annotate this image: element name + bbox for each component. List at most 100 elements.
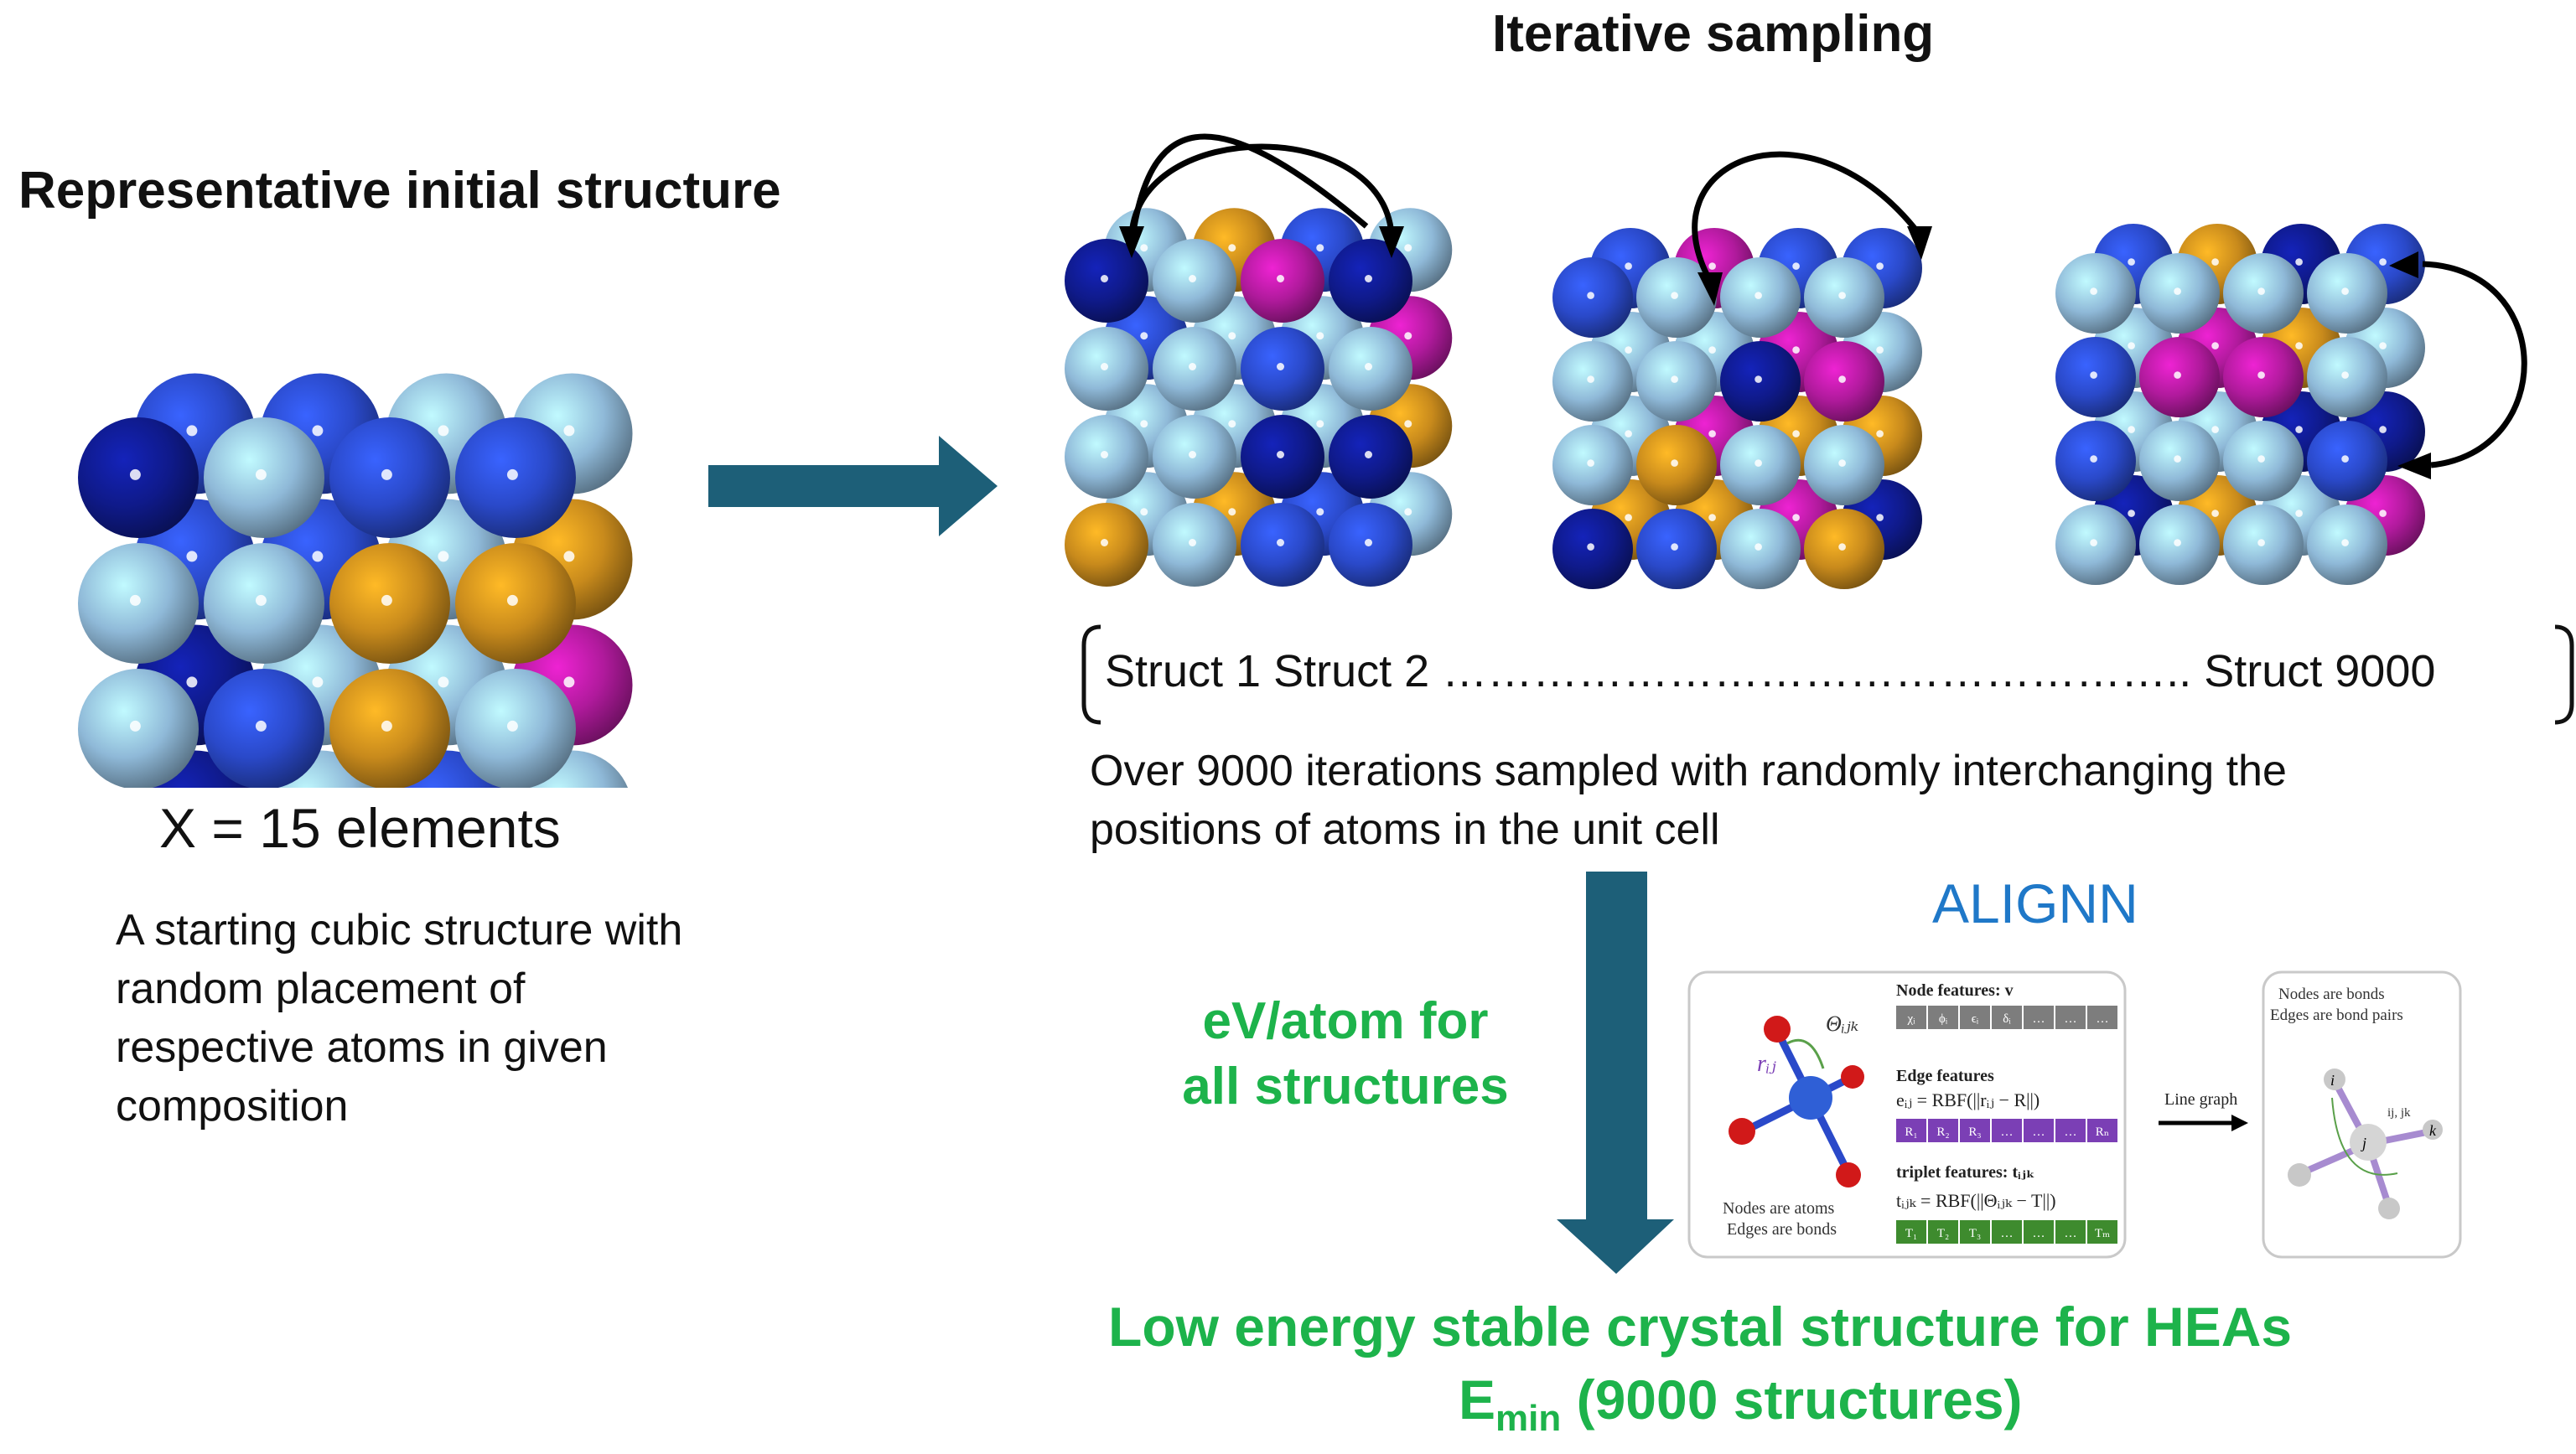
emin-sub: min <box>1495 1398 1562 1440</box>
feature-cell <box>1960 1006 1990 1029</box>
feature-cell-label: … <box>2001 1125 2014 1139</box>
atom-o-top <box>1764 1016 1791 1043</box>
feature-cell <box>1896 1220 1926 1244</box>
down-arrow <box>1557 872 1674 1274</box>
feature-cell <box>1928 1220 1958 1244</box>
feature-cell-label: ϵᵢ <box>1972 1012 1979 1026</box>
lg-node-center <box>2350 1124 2387 1161</box>
sampling-title: Iterative sampling <box>1492 5 1935 63</box>
line-graph-label: Line graph <box>2164 1090 2237 1109</box>
lg-node-k: k <box>2429 1122 2437 1139</box>
atom-o-left <box>1729 1118 1755 1145</box>
node-feature-cells: χᵢ ϕᵢ ϵᵢ δᵢ … … … <box>1896 1006 2117 1029</box>
element-count: X = 15 elements <box>159 797 561 859</box>
feature-cell <box>1928 1119 1958 1142</box>
atom-o-right <box>1841 1065 1864 1089</box>
feature-cell-label: … <box>2065 1012 2077 1026</box>
feature-cell <box>1992 1006 2022 1029</box>
feature-cell <box>2055 1220 2086 1244</box>
struct-first: Struct 1 <box>1105 646 1262 696</box>
feature-cell <box>1960 1119 1990 1142</box>
result-line-1: Low energy stable crystal structure for … <box>1108 1296 2293 1358</box>
feature-cell <box>2024 1006 2054 1029</box>
feature-cell-label: δᵢ <box>2003 1012 2011 1026</box>
feature-cell-label: T₃ <box>1969 1227 1981 1240</box>
feature-cell <box>2024 1220 2054 1244</box>
atom-graph-caption-2: Edges are bonds <box>1727 1220 1837 1239</box>
atom-graph-panel <box>1687 970 2127 1259</box>
feature-cell-label: R₁ <box>1905 1125 1917 1139</box>
feature-cell-label: Tₘ <box>2095 1227 2110 1240</box>
feature-cell-label: ϕᵢ <box>1939 1012 1948 1026</box>
lg-node-bottom <box>2378 1198 2400 1219</box>
feature-cell-label: … <box>2065 1125 2077 1139</box>
feature-cell <box>2087 1006 2117 1029</box>
initial-structure-image <box>78 373 633 788</box>
swap-arrows <box>1128 133 2527 468</box>
angle-label: Θᵢⱼₖ <box>1826 1012 1858 1036</box>
lg-angle-label: ij, jk <box>2387 1106 2411 1120</box>
feature-cell-label: R₃ <box>1968 1125 1981 1139</box>
feature-cell <box>2087 1220 2117 1244</box>
feature-cell <box>2024 1119 2054 1142</box>
feature-cell <box>1992 1220 2022 1244</box>
triplet-features-label: triplet features: tᵢⱼₖ <box>1896 1163 2034 1182</box>
edge-features-label: Edge features <box>1896 1067 1994 1085</box>
alignn-title: ALIGNN <box>1932 872 2138 934</box>
feature-cell <box>1928 1006 1958 1029</box>
struct-sequence: Struct 1 Struct 2 ………………………………………….. Str… <box>1105 645 2435 697</box>
initial-structure-description: A starting cubic structure with random p… <box>116 906 683 1131</box>
lg-node-right <box>2423 1120 2443 1140</box>
edge-feature-cells: R₁ R₂ R₃ … … … Rₙ <box>1896 1119 2117 1142</box>
swap-arrowheads <box>1119 226 2431 479</box>
feature-cell-label: … <box>2001 1227 2014 1240</box>
feature-cell <box>2055 1006 2086 1029</box>
atom-center <box>1789 1076 1832 1120</box>
feature-cell <box>1960 1220 1990 1244</box>
iterations-description: Over 9000 iterations sampled with random… <box>1090 747 2287 854</box>
triplet-feature-cells: T₁ T₂ T₃ … … … Tₘ <box>1896 1220 2117 1244</box>
lg-node-i: i <box>2330 1072 2335 1089</box>
left-title: Representative initial structure <box>18 162 781 220</box>
feature-cell-label: … <box>2097 1012 2109 1026</box>
emin-main: E <box>1459 1369 1496 1431</box>
bond-label: rᵢⱼ <box>1757 1051 1776 1077</box>
feature-cell <box>2055 1119 2086 1142</box>
struct-second: Struct 2 <box>1273 646 1430 696</box>
feature-cell-label: … <box>2033 1227 2045 1240</box>
initial-atom-cube <box>78 373 633 788</box>
feature-cell-label: T₂ <box>1937 1227 1949 1240</box>
atom-graph-caption-1: Nodes are atoms <box>1723 1199 1835 1218</box>
atom-o-bottom <box>1836 1162 1861 1188</box>
feature-cell-label: R₂ <box>1936 1125 1949 1139</box>
energy-label: eV/atom for all structures <box>1182 992 1509 1115</box>
struct-last: Struct 9000 <box>2204 646 2436 696</box>
feature-cell <box>2087 1119 2117 1142</box>
feature-cell-label: … <box>2033 1012 2045 1026</box>
feature-cell <box>1896 1119 1926 1142</box>
alignn-diagram: rᵢⱼ Θᵢⱼₖ Nodes are atoms Edges are bonds… <box>1687 970 2462 1259</box>
struct-dots: ………………………………………….. <box>1442 646 2192 696</box>
line-graph-caption-2: Edges are bond pairs <box>2270 1006 2403 1024</box>
line-graph-panel <box>2262 970 2462 1259</box>
edge-formula: eᵢⱼ = RBF(||rᵢⱼ − R||) <box>1896 1089 2040 1110</box>
structure-1-cube <box>1065 208 1453 587</box>
sampled-structures <box>1065 133 2527 589</box>
structure-2-cube <box>1552 228 1922 589</box>
line-graph-arrowhead <box>2231 1115 2248 1131</box>
feature-cell-label: … <box>2033 1125 2045 1139</box>
feature-cell-label: … <box>2065 1227 2077 1240</box>
feature-cell <box>1992 1119 2022 1142</box>
lg-node-left <box>2288 1163 2311 1187</box>
line-graph-molecule: i j k ij, jk <box>2288 1069 2443 1219</box>
node-features-label: Node features: v <box>1896 981 2014 1000</box>
lg-node-top <box>2324 1069 2345 1090</box>
result-emin: Emin (9000 structures) <box>1459 1368 2023 1440</box>
feature-cell-label: χᵢ <box>1906 1012 1915 1026</box>
lg-node-j: j <box>2361 1135 2366 1151</box>
triplet-formula: tᵢⱼₖ = RBF(||Θᵢⱼₖ − T||) <box>1896 1190 2056 1211</box>
line-graph-caption-1: Nodes are bonds <box>2278 986 2385 1003</box>
feature-cell-label: T₁ <box>1905 1227 1917 1240</box>
structure-3-cube <box>2055 224 2425 585</box>
feature-cell-label: Rₙ <box>2096 1125 2110 1139</box>
